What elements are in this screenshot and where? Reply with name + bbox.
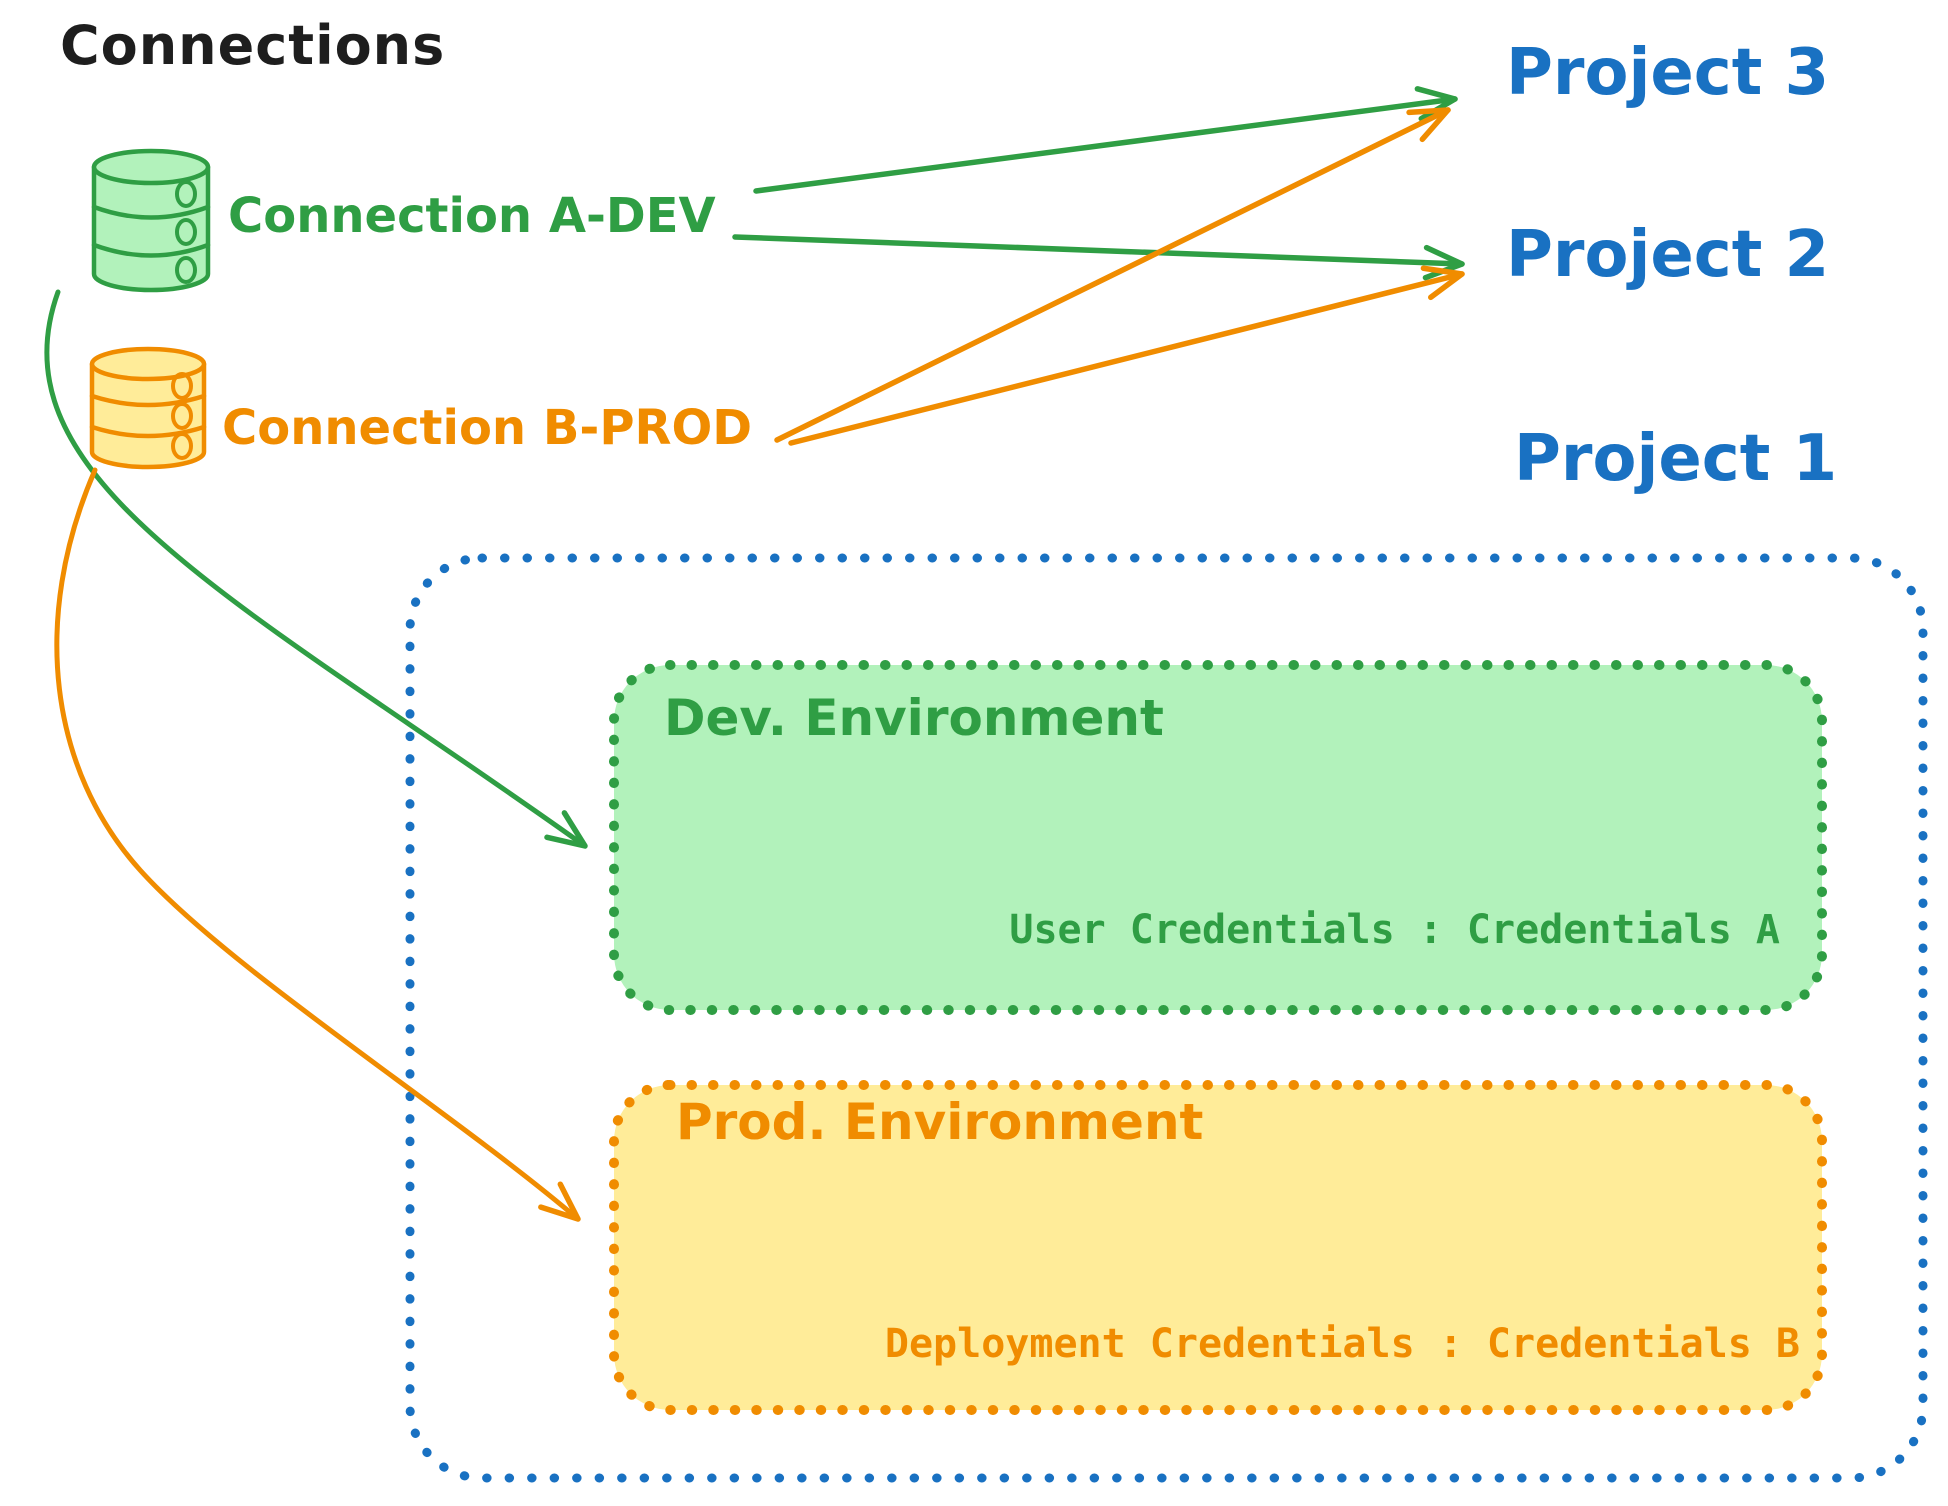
prod-credentials-text: Deployment Credentials : Credentials B	[884, 1321, 1800, 1367]
edge-a-dev-dev-environment	[44, 289, 588, 849]
prod-environment-title: Prod. Environment	[676, 1093, 1204, 1151]
edge-a-dev-project-3	[753, 86, 1458, 194]
dev-environment-box	[609, 660, 1827, 1015]
project-1-label: Project 1	[1514, 422, 1838, 496]
prod-environment-box	[609, 1080, 1827, 1415]
project1-box	[405, 553, 1928, 1483]
database-icon	[89, 346, 207, 470]
edge-b-prod-project-3	[774, 107, 1451, 443]
connection-a-dev-label: Connection A-DEV	[228, 188, 716, 244]
project-2-label: Project 2	[1506, 218, 1830, 292]
database-icon	[91, 148, 211, 293]
connection-b-prod-label: Connection B-PROD	[222, 400, 753, 456]
diagram-title: Connections	[60, 14, 446, 77]
edge-b-prod-prod-environment	[54, 467, 581, 1222]
edge-a-dev-project-2	[732, 234, 1465, 281]
dev-environment-title: Dev. Environment	[664, 689, 1164, 747]
edge-b-prod-project-2	[788, 265, 1465, 446]
dev-credentials-text: User Credentials : Credentials A	[1009, 907, 1780, 953]
project-3-label: Project 3	[1506, 36, 1830, 110]
